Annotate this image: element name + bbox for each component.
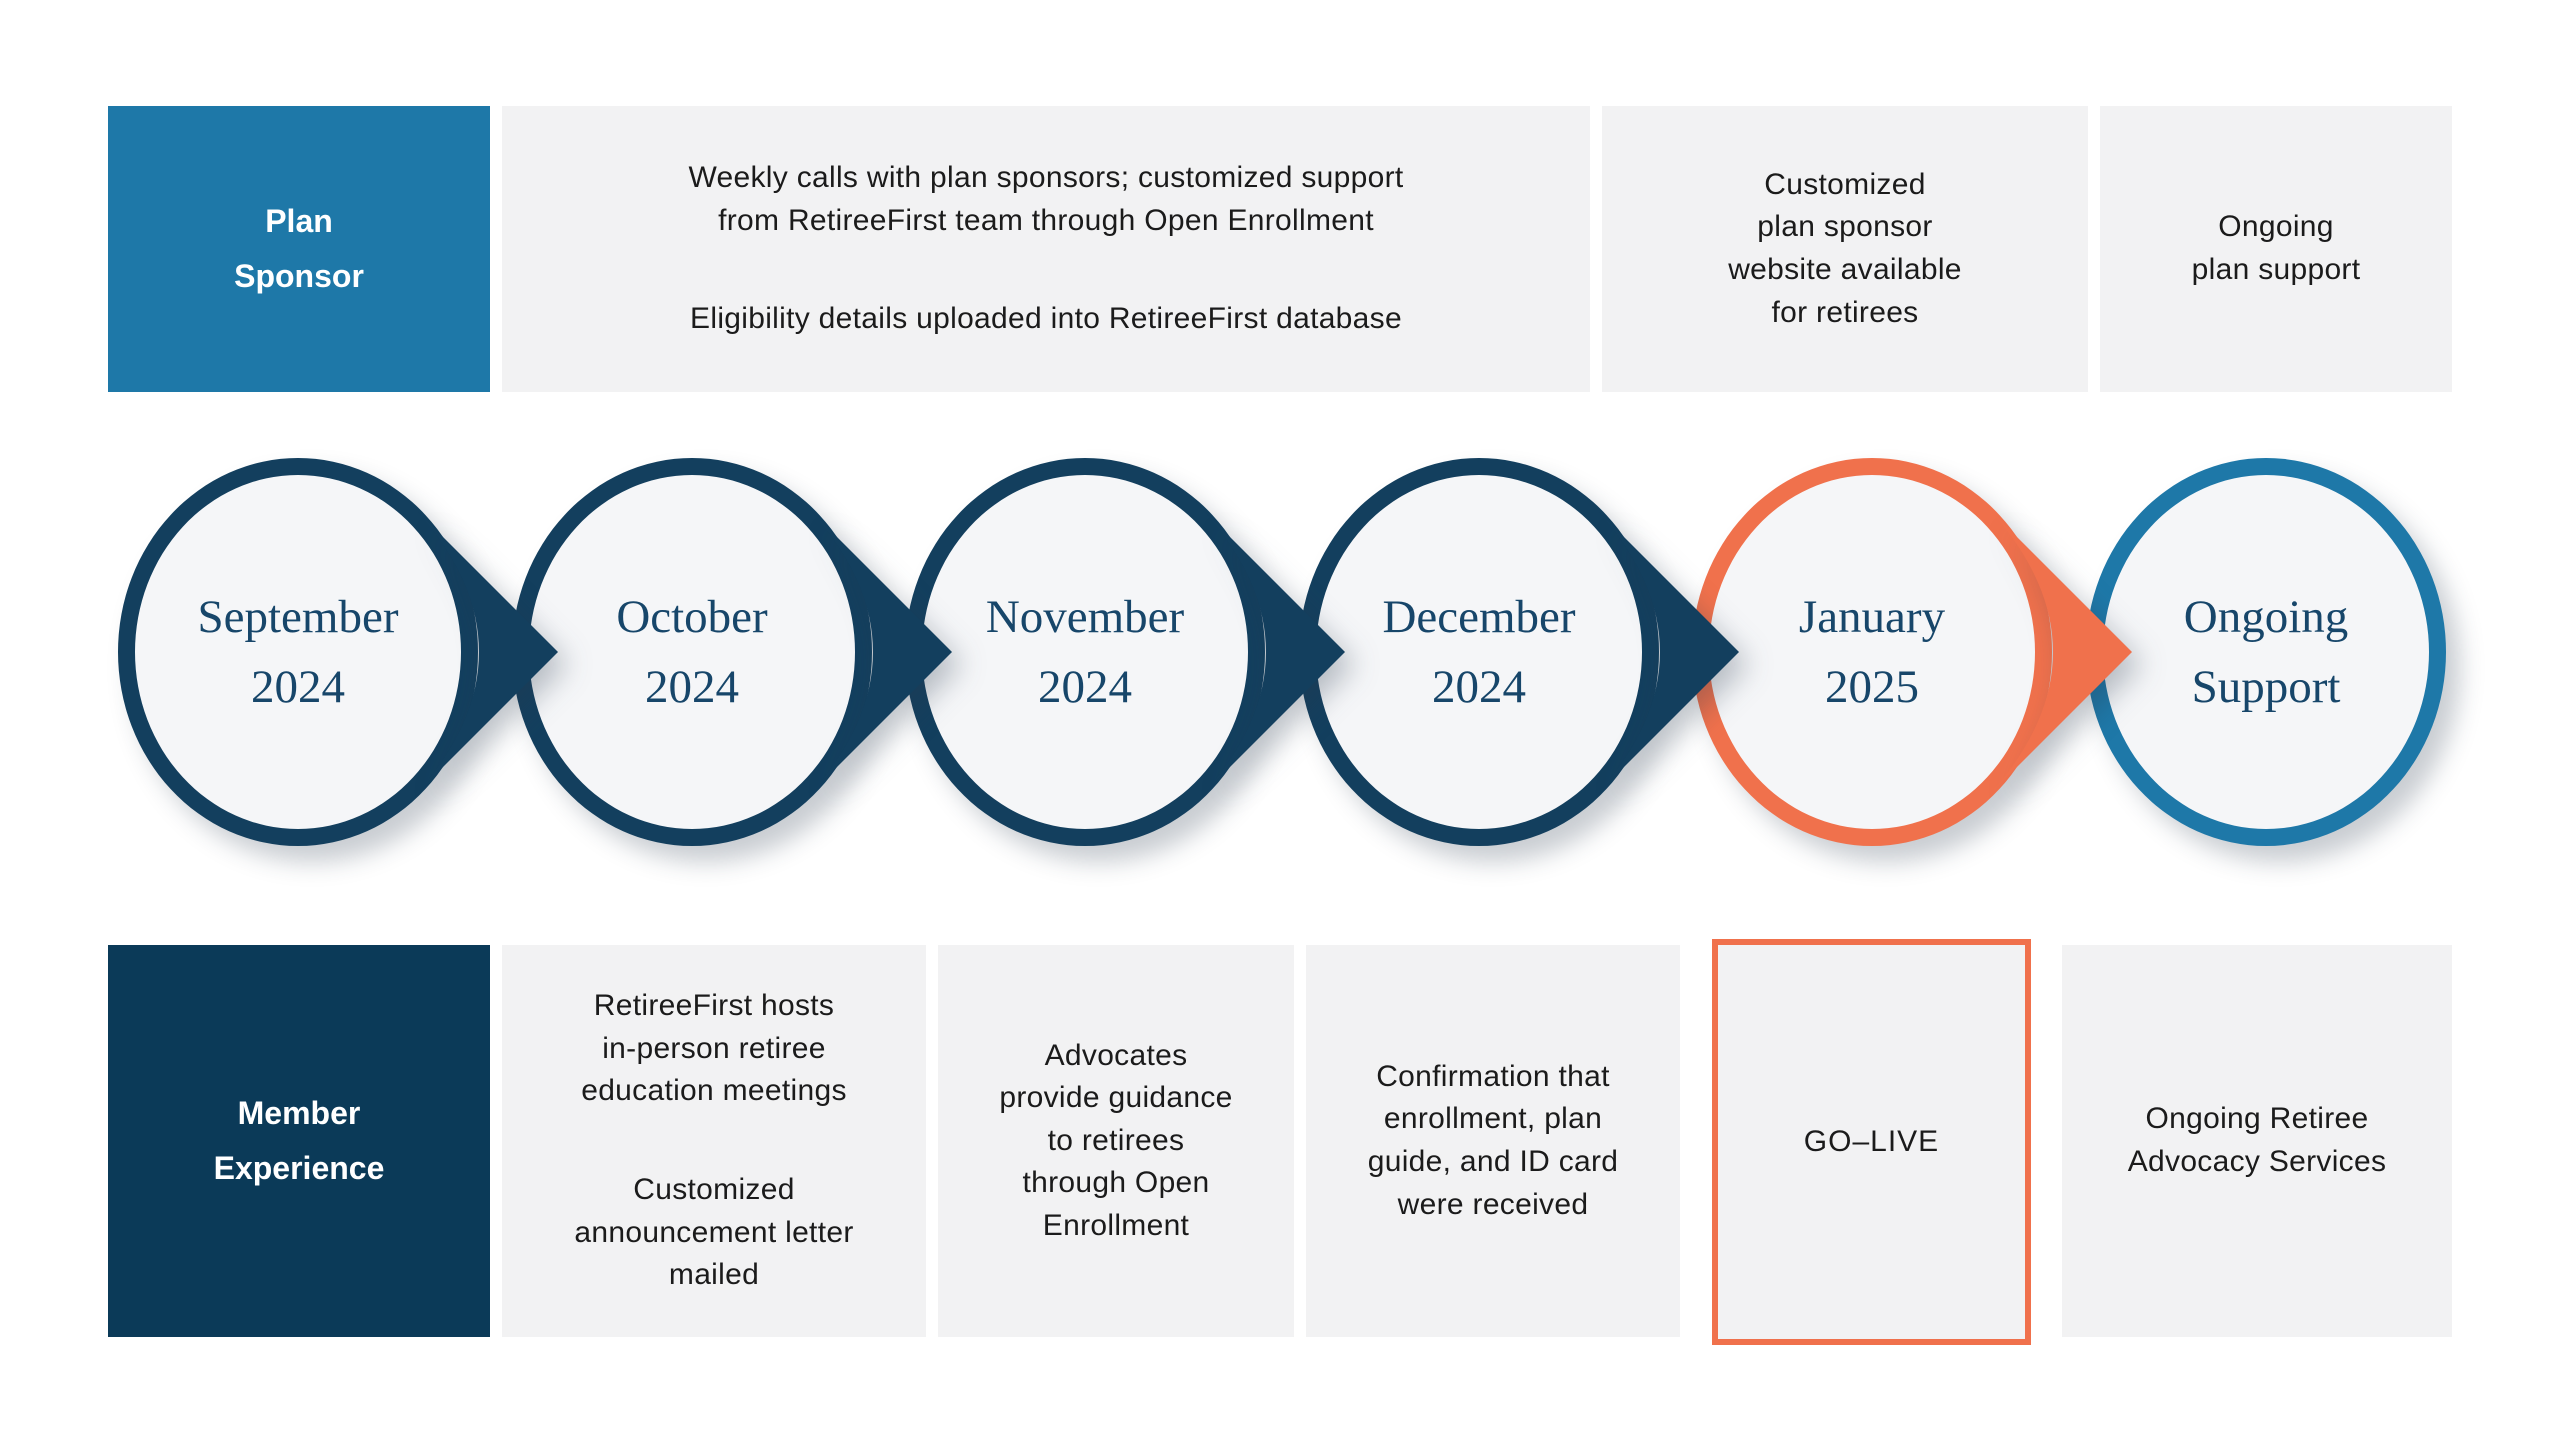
arrow-right-icon: [1992, 512, 2132, 792]
announcement-letter-text: Customized announcement letter mailed: [574, 1173, 854, 1292]
go-live-text: GO–LIVE: [1803, 1125, 1940, 1158]
plan-sponsor-website-cell: Customized plan sponsor website availabl…: [1602, 106, 2088, 392]
timeline-node-label: December 2024: [1382, 590, 1576, 714]
timeline-node-label: January 2025: [1798, 590, 1946, 714]
timeline-node-ongoing-support: Ongoing Support: [2086, 458, 2446, 846]
member-experience-label-box: Member Experience: [108, 945, 490, 1337]
advocates-guidance-cell: Advocates provide guidance to retirees t…: [938, 945, 1294, 1337]
plan-sponsor-open-enrollment-cell: Weekly calls with plan sponsors; customi…: [502, 106, 1590, 392]
arrow-right-icon: [1205, 512, 1345, 792]
ongoing-plan-support-cell: Ongoing plan support: [2100, 106, 2452, 392]
plan-sponsor-label: Plan Sponsor: [234, 202, 364, 294]
timeline-node-label: September 2024: [197, 590, 399, 714]
enrollment-confirmation-text: Confirmation that enrollment, plan guide…: [1367, 1059, 1619, 1221]
timeline-node-label: November 2024: [985, 590, 1185, 714]
cell-text-stack: Weekly calls with plan sponsors; customi…: [688, 157, 1403, 341]
ongoing-advocacy-text: Ongoing Retiree Advocacy Services: [2127, 1102, 2387, 1178]
cell-text-stack: RetireeFirst hosts in-person retiree edu…: [574, 985, 853, 1297]
enrollment-confirmation-cell: Confirmation that enrollment, plan guide…: [1306, 945, 1680, 1337]
timeline-node-label: Ongoing Support: [2183, 590, 2349, 714]
arrow-right-icon: [418, 512, 558, 792]
weekly-calls-text: Weekly calls with plan sponsors; customi…: [688, 161, 1404, 237]
go-live-box: GO–LIVE: [1712, 939, 2031, 1345]
member-education-cell: RetireeFirst hosts in-person retiree edu…: [502, 945, 926, 1337]
plan-sponsor-label-box: Plan Sponsor: [108, 106, 490, 392]
timeline-node-label: October 2024: [616, 590, 768, 714]
ongoing-plan-support-text: Ongoing plan support: [2191, 210, 2361, 286]
advocates-guidance-text: Advocates provide guidance to retirees t…: [999, 1038, 1233, 1242]
customized-website-text: Customized plan sponsor website availabl…: [1728, 167, 1962, 329]
ongoing-advocacy-cell: Ongoing Retiree Advocacy Services: [2062, 945, 2452, 1337]
arrow-right-icon: [812, 512, 952, 792]
education-meetings-text: RetireeFirst hosts in-person retiree edu…: [581, 989, 847, 1108]
arrow-right-icon: [1599, 512, 1739, 792]
eligibility-details-text: Eligibility details uploaded into Retire…: [690, 302, 1402, 336]
member-experience-label: Member Experience: [213, 1094, 385, 1186]
